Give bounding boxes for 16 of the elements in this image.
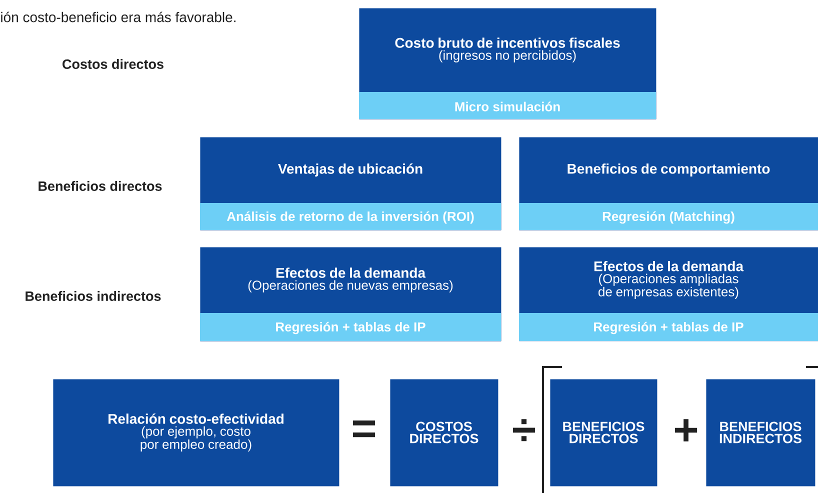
method-box: Efectos de la demanda (Operaciones de nuevas empresas) Regresión + tablas de IP [200,247,502,342]
method-box: Ventajas de ubicación Análisis de retorno de la inversión (ROI) [200,137,502,230]
operator-sign: + [675,419,698,442]
method-box: Costo bruto de incentivos fiscales (ingresos no percibidos) Micro simulación [359,8,656,120]
equation-box: Relación costo-efectividad (por ejemplo, costo por empleo creado) [53,379,340,486]
intro-text: ión costo-beneficio era más favorable. [1,12,236,22]
operator-sign: = [352,420,376,438]
method-box: Beneficios de comportamiento Regresión (Matching) [519,137,818,230]
method-box: Efectos de la demanda (Operaciones ampliadas de empresas existentes) Regresión + tablas de IP [519,247,818,342]
equation-box: BENEFICIOS DIRECTOS [550,379,658,486]
row-label: Costos directos [62,59,164,69]
row-label: Beneficios directos [38,181,162,191]
operator-sign: ÷ [512,419,536,442]
row-label: Beneficios indirectos [26,291,161,301]
equation-box: BENEFICIOS INDIRECTOS [706,379,816,486]
equation-box: COSTOS DIRECTOS [390,379,498,486]
